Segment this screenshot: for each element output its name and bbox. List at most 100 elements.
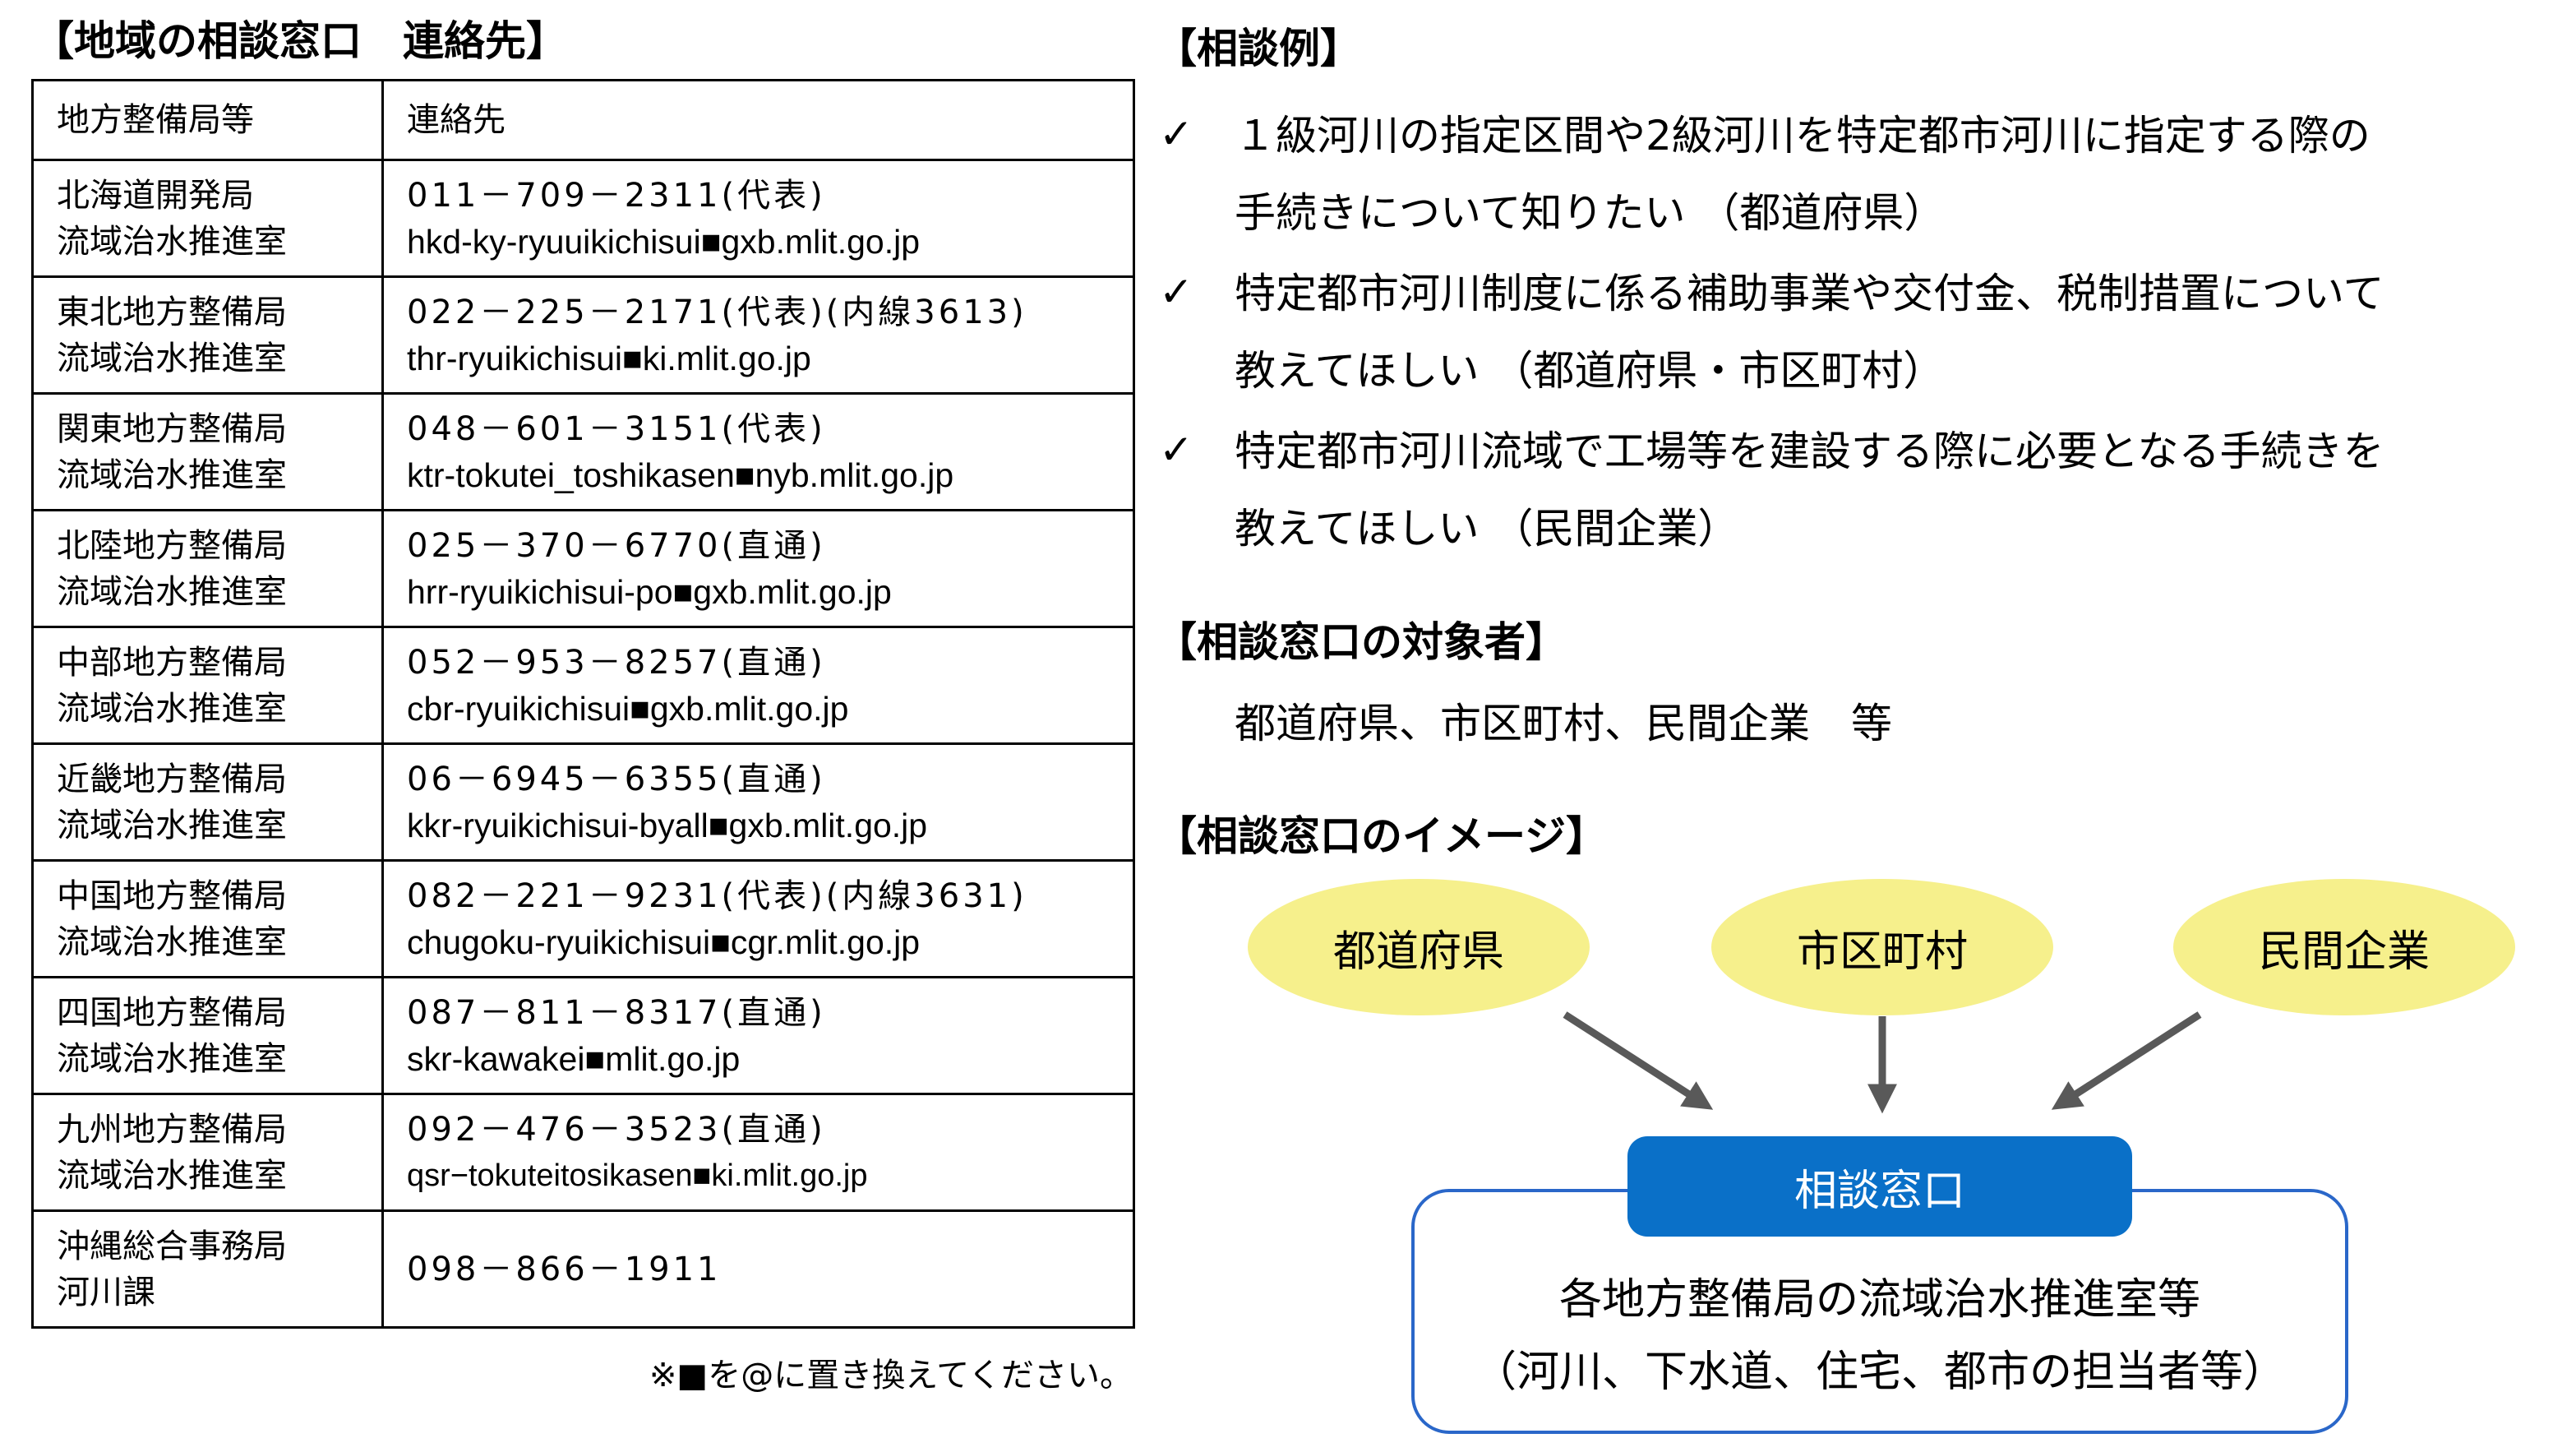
example-item: ✓ 特定都市河川流域で工場等を建設する際に必要となる手続きを 教えてほしい （民…: [1159, 413, 2556, 569]
example-text: 特定都市河川流域で工場等を建設する際に必要となる手続きを 教えてほしい （民間企…: [1235, 413, 2566, 567]
source-company: 民間企業: [2173, 879, 2515, 1015]
example-text: 特定都市河川制度に係る補助事業や交付金、税制措置について 教えてほしい （都道府…: [1235, 255, 2566, 409]
target-title: 【相談窓口の対象者】: [1156, 618, 1567, 666]
table-row: 九州地方整備局流域治水推進室 092－476－3523(直通) qsr−tokut…: [31, 1093, 1135, 1212]
contact-cell: 025－370－6770(直通) hrr-ryuikichisui-po■gxb.…: [381, 509, 1135, 628]
office-dept: 流域治水推進室: [57, 1156, 287, 1195]
table-row: 東北地方整備局流域治水推進室 022－225－2171(代表)(内線3613) t…: [31, 275, 1135, 395]
office-name: 北海道開発局: [57, 176, 254, 215]
email-address: thr-ryuikichisui■ki.mlit.go.jp: [407, 339, 811, 377]
email-address: ktr-tokutei_toshikasen■nyb.mlit.go.jp: [407, 455, 954, 494]
office-name: 九州地方整備局: [57, 1110, 287, 1149]
source-municipality: 市区町村: [1711, 879, 2053, 1015]
office-dept: 流域治水推進室: [57, 1039, 287, 1078]
table-row: 四国地方整備局流域治水推進室 087－811－8317(直通) skr-kawak…: [31, 976, 1135, 1095]
office-cell: 中国地方整備局流域治水推進室: [31, 859, 384, 978]
office-dept: 流域治水推進室: [57, 689, 287, 728]
target-users: 都道府県、市区町村、民間企業 等: [1235, 700, 1892, 747]
example-text: １級河川の指定区間や2級河川を特定都市河川に指定する際の 手続きについて知りたい…: [1235, 97, 2566, 252]
header-contact: 連絡先: [381, 79, 1135, 161]
office-cell: 九州地方整備局流域治水推進室: [31, 1093, 384, 1212]
image-title: 【相談窓口のイメージ】: [1156, 812, 1607, 860]
window-description: 各地方整備局の流域治水推進室等: [1558, 1275, 2200, 1325]
table-header-row: 地方整備局等 連絡先: [31, 79, 1135, 161]
email-address: cbr-ryuikichisui■gxb.mlit.go.jp: [407, 689, 849, 728]
arrow-right: [2051, 1011, 2202, 1110]
contact-cell: 052－953－8257(直通) cbr-ryuikichisui■gxb.mli…: [381, 626, 1135, 745]
office-cell: 近畿地方整備局流域治水推進室: [31, 742, 384, 862]
table-row: 中国地方整備局流域治水推進室 082－221－9231(代表)(内線3631)c…: [31, 859, 1135, 978]
office-cell: 中部地方整備局流域治水推進室: [31, 626, 384, 745]
office-name: 四国地方整備局: [57, 993, 287, 1032]
check-icon: ✓: [1159, 110, 1193, 158]
office-dept: 流域治水推進室: [57, 806, 287, 844]
office-name: 中部地方整備局: [57, 643, 287, 682]
example-line: 手続きについて知りたい （都道府県）: [1235, 189, 1946, 237]
example-item: ✓ １級河川の指定区間や2級河川を特定都市河川に指定する際の 手続きについて知り…: [1159, 97, 2556, 253]
example-item: ✓ 特定都市河川制度に係る補助事業や交付金、税制措置について 教えてほしい （都…: [1159, 255, 2556, 411]
office-cell: 北陸地方整備局流域治水推進室: [31, 509, 384, 628]
phone-number: 092－476－3523(直通): [407, 1110, 826, 1149]
table-row: 北陸地方整備局流域治水推進室 025－370－6770(直通) hrr-ryuik…: [31, 509, 1135, 628]
email-address: hkd-ky-ryuuikichisui■gxb.mlit.go.jp: [407, 222, 921, 261]
table-row: 関東地方整備局流域治水推進室 048－601－3151(代表) ktr-tokut…: [31, 392, 1135, 511]
office-dept: 流域治水推進室: [57, 222, 287, 261]
phone-number: 022－225－2171(代表)(内線3613): [407, 293, 1027, 331]
phone-number: 025－370－6770(直通): [407, 526, 826, 565]
office-name: 中国地方整備局: [57, 876, 287, 915]
email-address: hrr-ryuikichisui-po■gxb.mlit.go.jp: [407, 572, 892, 611]
table-row: 沖縄総合事務局河川課 098－866－1911: [31, 1209, 1135, 1329]
check-icon: ✓: [1159, 268, 1193, 316]
phone-number: 098－866－1911: [407, 1250, 722, 1288]
contact-cell: 082－221－9231(代表)(内線3631)chugoku-ryuikich…: [381, 859, 1135, 978]
example-line: 特定都市河川制度に係る補助事業や交付金、税制措置について: [1235, 270, 2384, 317]
office-name: 東北地方整備局: [57, 293, 287, 331]
email-address: kkr-ryuikichisui-byall■gxb.mlit.go.jp: [407, 806, 928, 844]
consultation-window-label: 相談窓口: [1627, 1136, 2132, 1237]
phone-number: 048－601－3151(代表): [407, 409, 826, 448]
phone-number: 011－709－2311(代表): [407, 176, 826, 215]
office-dept: 河川課: [57, 1273, 155, 1311]
email-address: chugoku-ryuikichisui■cgr.mlit.go.jp: [407, 923, 921, 961]
contact-cell: 048－601－3151(代表) ktr-tokutei_toshikasen■n…: [381, 392, 1135, 511]
replace-note: ※■を@に置き換えてください。: [649, 1357, 1133, 1394]
contacts-title: 【地域の相談窓口 連絡先】: [33, 17, 567, 65]
office-cell: 沖縄総合事務局河川課: [31, 1209, 384, 1329]
example-line: １級河川の指定区間や2級河川を特定都市河川に指定する際の: [1235, 112, 2371, 160]
table-row: 中部地方整備局流域治水推進室 052－953－8257(直通) cbr-ryuik…: [31, 626, 1135, 745]
arrow-left: [1563, 1011, 1714, 1110]
office-cell: 東北地方整備局流域治水推進室: [31, 275, 384, 395]
contact-cell: 087－811－8317(直通) skr-kawakei■mlit.go.jp: [381, 976, 1135, 1095]
office-cell: 四国地方整備局流域治水推進室: [31, 976, 384, 1095]
table-row: 北海道開発局流域治水推進室 011－709－2311(代表) hkd-ky-ryu…: [31, 159, 1135, 278]
office-name: 近畿地方整備局: [57, 760, 287, 798]
example-line: 教えてほしい （都道府県・市区町村）: [1235, 347, 1945, 395]
window-staff: （河川、下水道、住宅、都市の担当者等）: [1473, 1348, 2286, 1397]
office-dept: 流域治水推進室: [57, 572, 287, 611]
email-address: qsr−tokuteitosikasen■ki.mlit.go.jp: [407, 1158, 868, 1193]
office-cell: 関東地方整備局流域治水推進室: [31, 392, 384, 511]
table-row: 近畿地方整備局流域治水推進室 06－6945－6355(直通) kkr-ryuik…: [31, 742, 1135, 862]
contact-cell: 011－709－2311(代表) hkd-ky-ryuuikichisui■gxb…: [381, 159, 1135, 278]
contact-cell: 092－476－3523(直通) qsr−tokuteitosikasen■ki.…: [381, 1093, 1135, 1212]
email-address: skr-kawakei■mlit.go.jp: [407, 1039, 741, 1078]
contact-cell: 022－225－2171(代表)(内線3613) thr-ryuikichisui…: [381, 275, 1135, 395]
phone-number: 087－811－8317(直通): [407, 993, 826, 1032]
source-prefecture: 都道府県: [1248, 879, 1590, 1015]
office-cell: 北海道開発局流域治水推進室: [31, 159, 384, 278]
phone-number: 06－6945－6355(直通): [407, 760, 826, 798]
office-name: 北陸地方整備局: [57, 526, 287, 565]
office-dept: 流域治水推進室: [57, 923, 287, 961]
contact-cell: 06－6945－6355(直通) kkr-ryuikichisui-byall■g…: [381, 742, 1135, 862]
example-line: 特定都市河川流域で工場等を建設する際に必要となる手続きを: [1235, 428, 2384, 475]
contact-cell: 098－866－1911: [381, 1209, 1135, 1329]
phone-number: 052－953－8257(直通): [407, 643, 826, 682]
office-dept: 流域治水推進室: [57, 455, 287, 494]
office-name: 関東地方整備局: [57, 409, 287, 448]
header-office: 地方整備局等: [31, 79, 384, 161]
examples-title: 【相談例】: [1156, 25, 1361, 72]
example-line: 教えてほしい （民間企業）: [1235, 505, 1739, 553]
check-icon: ✓: [1159, 426, 1193, 474]
office-name: 沖縄総合事務局: [57, 1227, 287, 1265]
